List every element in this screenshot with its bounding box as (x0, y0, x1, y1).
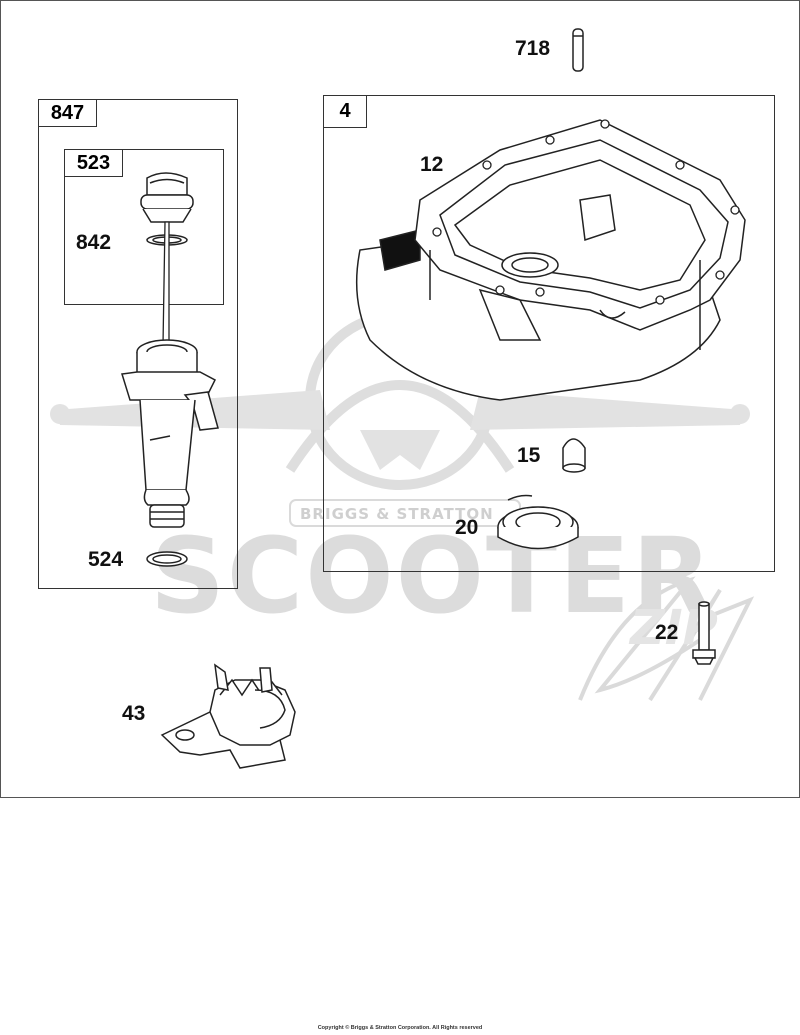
group-tag-847: 847 (39, 100, 97, 127)
control-bracket-part (160, 663, 296, 769)
bolt-part (692, 601, 716, 665)
dipstick-tube-part (121, 339, 219, 567)
callout-22: 22 (655, 621, 679, 644)
callout-524: 524 (88, 548, 124, 571)
callout-718: 718 (515, 37, 551, 60)
copyright-notice: Copyright © Briggs & Stratton Corporatio… (317, 1025, 483, 1031)
callout-12: 12 (420, 153, 444, 176)
group-box-847: 847 (38, 99, 238, 589)
plug-part (562, 438, 586, 473)
gasket-bolt-holes (432, 119, 740, 305)
callout-43: 43 (122, 702, 146, 725)
group-tag-523: 523 (65, 150, 123, 177)
callout-15: 15 (517, 444, 541, 467)
parts-drawing (121, 28, 746, 769)
callout-20: 20 (455, 516, 479, 539)
oil-seal-part (497, 494, 579, 550)
watermark-word: SCOOTER (150, 515, 715, 637)
group-tag-4: 4 (324, 96, 367, 128)
dowel-pin-part (572, 28, 584, 72)
group-box-4: 4 (323, 95, 775, 572)
watermark-badge-text: BRIGGS & STRATTON (300, 505, 494, 523)
callout-842: 842 (76, 231, 112, 254)
group-box-523: 523 (64, 149, 224, 305)
sump-cover-part (355, 119, 746, 401)
